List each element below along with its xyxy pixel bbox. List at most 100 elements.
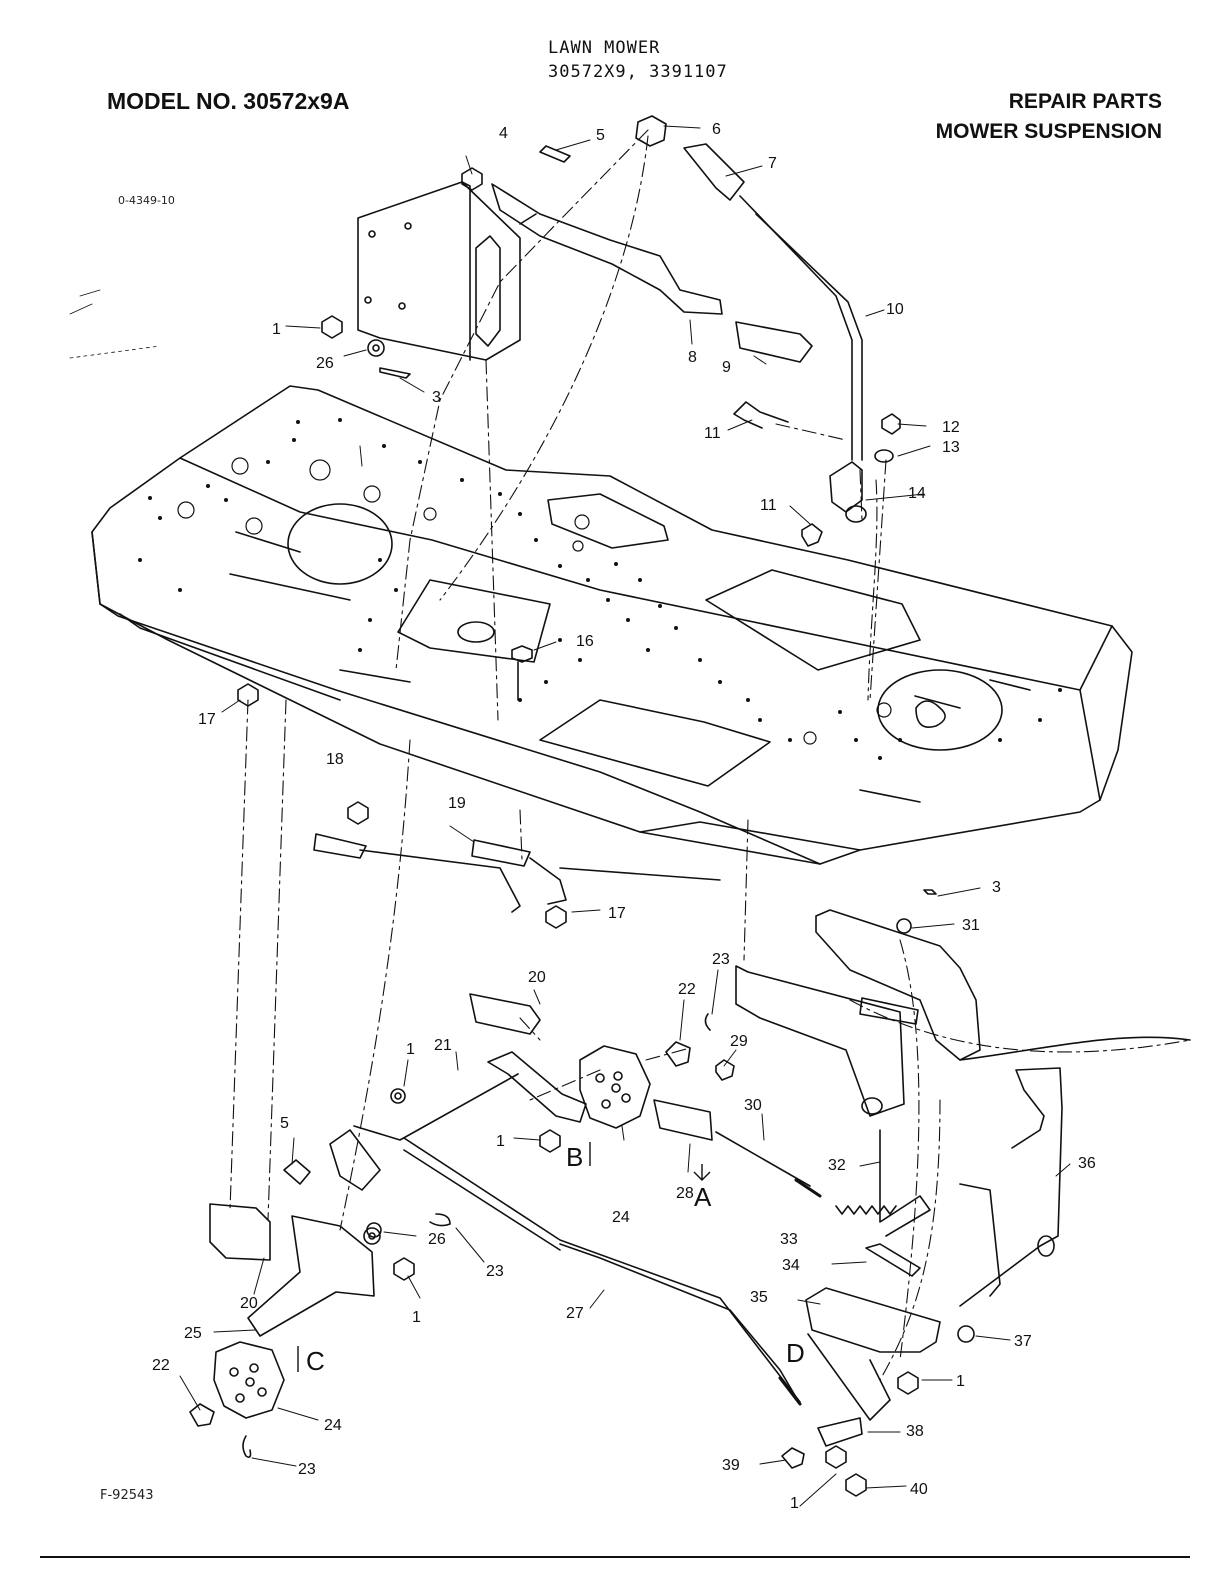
callout-13: 13 (942, 439, 960, 456)
callout-8: 8 (688, 349, 697, 366)
callout-35: 35 (750, 1289, 768, 1306)
bracket-35 (805, 1287, 941, 1353)
callout-5b: 5 (280, 1115, 289, 1132)
drawing-code: 0-4349-10 (118, 194, 175, 207)
nut-39 (781, 1447, 805, 1469)
callout-23c: 23 (298, 1461, 316, 1478)
stray-mark (69, 289, 101, 315)
bracket-38 (817, 1417, 863, 1447)
callout-9: 9 (722, 359, 731, 376)
ref-letter-B: B (566, 1142, 583, 1172)
clip-23-lower (242, 1435, 252, 1458)
clip-23-upper (704, 1013, 711, 1031)
callout-26: 26 (316, 355, 334, 372)
adjust-plate-24-lower (213, 1341, 285, 1419)
callout-5: 5 (596, 127, 605, 144)
section-subtitle: MOWER SUSPENSION (935, 120, 1162, 143)
adjust-plate-24-upper (579, 1045, 651, 1129)
assembly-guides (229, 129, 1191, 1381)
product-numbers: 30572X9, 3391107 (548, 62, 728, 82)
pivot-bar-36 (959, 1036, 1191, 1307)
callout-29: 29 (730, 1033, 748, 1050)
callout-25: 25 (184, 1325, 202, 1342)
callout-26b: 26 (428, 1231, 446, 1248)
callout-23b: 23 (486, 1263, 504, 1280)
handle-grip-9 (735, 321, 813, 363)
bolt-40 (845, 1473, 867, 1497)
nut-1-lower (825, 1445, 847, 1469)
ref-letter-marks (297, 1142, 711, 1372)
callout-3b: 3 (992, 879, 1001, 896)
ref-letter-C: C (306, 1346, 325, 1376)
callout-38: 38 (906, 1423, 924, 1440)
ref-letter-D: D (786, 1338, 805, 1368)
callout-4: 4 (499, 125, 508, 142)
callout-33: 33 (780, 1231, 798, 1248)
callout-21: 21 (434, 1037, 452, 1054)
callout-36: 36 (1078, 1155, 1096, 1172)
product-title: LAWN MOWER (548, 38, 661, 58)
callout-10: 10 (886, 301, 904, 318)
model-number: MODEL NO. 30572x9A (107, 88, 350, 114)
callout-17: 17 (198, 711, 216, 728)
adjuster-28 (653, 1099, 713, 1141)
callout-14: 14 (908, 485, 926, 502)
bolt-22-lower (189, 1403, 215, 1427)
callout-1b: 1 (406, 1041, 415, 1058)
top-hardware (237, 115, 901, 825)
pin-32 (879, 1129, 931, 1237)
washer-37 (957, 1325, 975, 1343)
callout-1f: 1 (790, 1495, 799, 1512)
callout-16: 16 (576, 633, 594, 650)
right-hanger-bracket (735, 889, 981, 1117)
left-lift-assembly (209, 993, 801, 1403)
callout-7: 7 (768, 155, 777, 172)
callout-40: 40 (910, 1481, 928, 1498)
leader-lines (179, 125, 1071, 1507)
callout-22: 22 (678, 981, 696, 998)
callout-27: 27 (566, 1305, 584, 1322)
callout-39: 39 (722, 1457, 740, 1474)
callout-1c: 1 (496, 1133, 505, 1150)
figure-code: F-92543 (100, 1488, 154, 1503)
spring-33 (835, 1205, 897, 1215)
callout-6: 6 (712, 121, 721, 138)
callout-20b: 20 (240, 1295, 258, 1312)
callout-17b: 17 (608, 905, 626, 922)
callout-1: 1 (272, 321, 281, 338)
callout-22b: 22 (152, 1357, 170, 1374)
callout-37: 37 (1014, 1333, 1032, 1350)
link-rods-19 (313, 833, 721, 929)
callout-19: 19 (448, 795, 466, 812)
lift-handle-10 (683, 143, 863, 461)
callout-1e: 1 (956, 1373, 965, 1390)
callout-28: 28 (676, 1185, 694, 1202)
section-title: REPAIR PARTS (1008, 90, 1162, 113)
deck-holes (138, 418, 1062, 760)
callout-32: 32 (828, 1157, 846, 1174)
main-frame-deck (91, 385, 1133, 865)
rod-27 (559, 1243, 801, 1405)
callout-20: 20 (528, 969, 546, 986)
lift-arm-8 (491, 183, 723, 315)
rod-30 (715, 1131, 811, 1187)
nut-29 (715, 1059, 735, 1081)
callout-23: 23 (712, 951, 730, 968)
link-34 (865, 1243, 921, 1277)
bolt-22-upper (665, 1041, 691, 1067)
nut-1-right (897, 1371, 919, 1395)
callout-24b: 24 (324, 1417, 342, 1434)
callout-30: 30 (744, 1097, 762, 1114)
callout-3: 3 (432, 389, 441, 406)
callout-31: 31 (962, 917, 980, 934)
front-bracket-plate (357, 181, 521, 361)
callout-34: 34 (782, 1257, 800, 1274)
callout-11b: 11 (760, 497, 777, 514)
callout-12: 12 (942, 419, 960, 436)
callout-18-label: 18 (326, 751, 344, 768)
callout-11: 11 (704, 425, 721, 442)
callout-labels: 4 5 6 7 10 1 26 3 8 9 11 12 13 14 11 16 … (152, 121, 1096, 1512)
ref-letter-A: A (694, 1182, 712, 1212)
